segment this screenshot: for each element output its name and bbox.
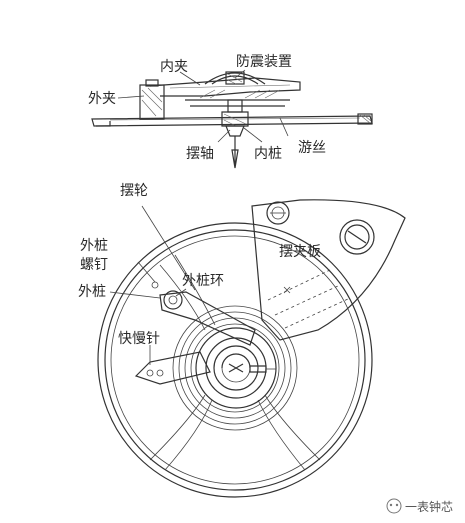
watermark-text: 一表钟芯 — [405, 499, 453, 514]
label-outer-stud: 外桩 — [78, 283, 106, 300]
label-inner-clamp: 内夹 — [160, 59, 188, 75]
label-shock-device: 防震装置 — [236, 54, 292, 70]
label-outer-clamp: 外夹 — [88, 91, 116, 107]
label-outer-stud-ring: 外桩环 — [182, 272, 224, 289]
label-outer-stud-line2: 螺钉 — [80, 257, 108, 273]
label-balance-staff: 摆轴 — [186, 146, 214, 162]
label-balance-wheel: 摆轮 — [120, 183, 148, 199]
label-outer-stud-line1: 外桩 — [80, 237, 108, 254]
label-regulator: 快慢针 — [118, 330, 160, 347]
label-inner-stud: 内桩 — [254, 145, 282, 162]
watermark: 一表钟芯 — [386, 498, 453, 514]
side-section-view — [91, 69, 373, 169]
plan-view — [97, 199, 406, 498]
label-balance-bridge: 摆夹板 — [279, 244, 321, 260]
label-hairspring: 游丝 — [298, 140, 326, 156]
